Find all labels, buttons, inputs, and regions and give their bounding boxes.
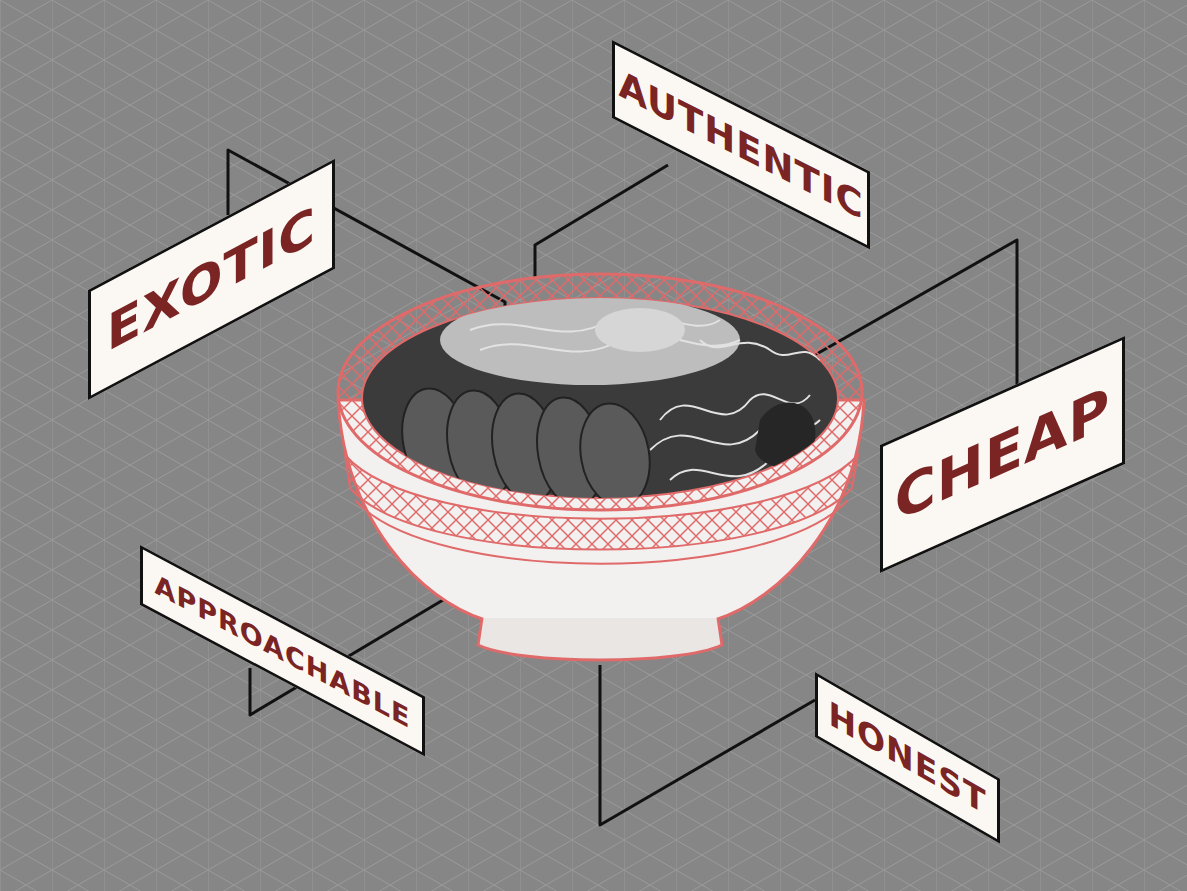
egg bbox=[595, 308, 685, 352]
noodle bbox=[670, 460, 770, 480]
bowl-contents bbox=[394, 295, 820, 512]
noodles bbox=[440, 295, 740, 385]
leader-line bbox=[535, 165, 668, 278]
pork-slice bbox=[572, 398, 657, 512]
bowl-foot bbox=[478, 618, 722, 660]
garnish bbox=[755, 403, 815, 468]
pork-slices bbox=[394, 383, 657, 512]
leader-line bbox=[600, 665, 815, 825]
noodle bbox=[700, 340, 820, 360]
